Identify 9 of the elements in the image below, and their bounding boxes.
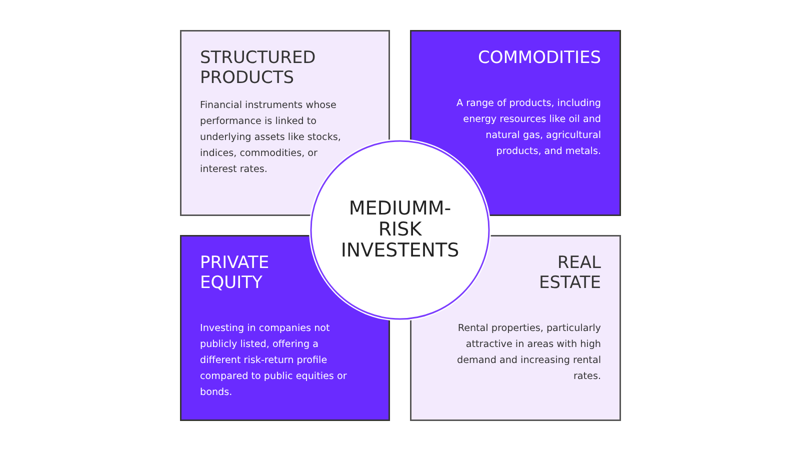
card-heading: STRUCTURED PRODUCTS — [200, 48, 316, 88]
card-description: Investing in companies not publicly listed, offering a different risk-return profile compared to public equities or bonds. — [200, 322, 348, 400]
card-heading: COMMODITIES — [478, 48, 601, 68]
card-description: Financial instruments whose performance is linked to underlying assets like stocks, indices, commodities, or interest rates. — [200, 99, 342, 177]
center-title: MEDIUMM- RISK INVESTENTS — [340, 198, 460, 262]
card-description: Rental properties, particularly attractive in areas with high demand and increasing rental rates. — [456, 322, 601, 384]
card-description: A range of products, including energy resources like oil and natural gas, agricultural products, and metals. — [455, 97, 601, 159]
card-heading: PRIVATE EQUITY — [200, 253, 270, 293]
card-heading: REAL ESTATE — [538, 253, 601, 293]
